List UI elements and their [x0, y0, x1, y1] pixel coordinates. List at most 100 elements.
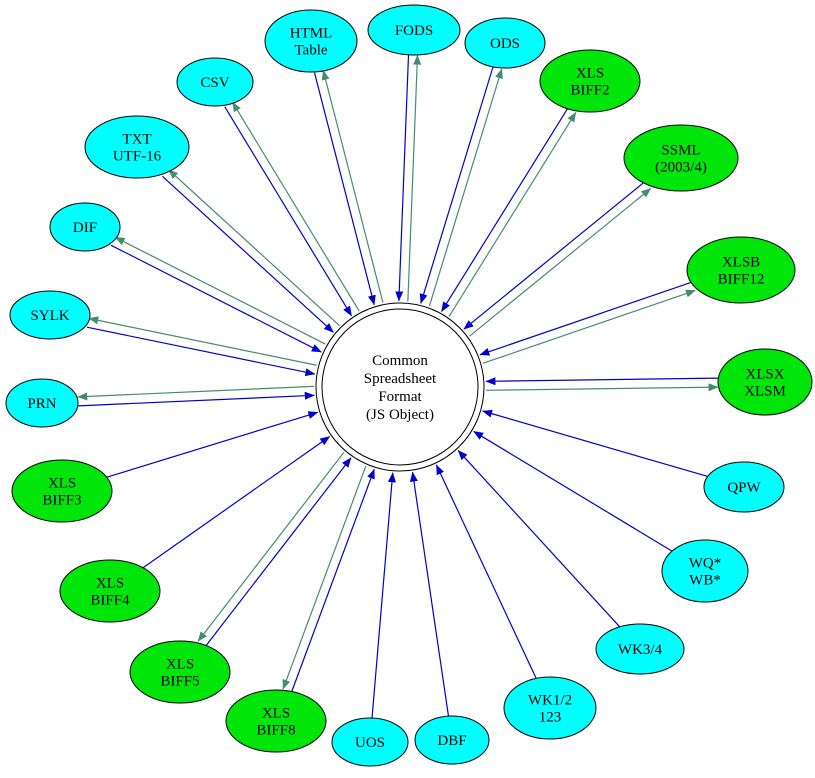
- ods-label: ODS: [490, 36, 520, 52]
- node-ods: ODS: [464, 17, 546, 69]
- edge-center-to-prn: [77, 385, 314, 401]
- uos-label: UOS: [355, 735, 385, 751]
- edge-sylk-to-center: [86, 326, 316, 377]
- edge-qpw-to-center: [482, 409, 708, 478]
- edge-wk12-to-center: [435, 464, 537, 679]
- csv-label: CSV: [200, 75, 229, 91]
- xls-biff8-ellipse: [225, 689, 327, 753]
- dbf-ellipse: [414, 715, 490, 765]
- edge-ssml-to-center: [463, 180, 646, 330]
- edge-xlsb-to-center: [479, 281, 693, 356]
- edge-center-to-html: [321, 69, 384, 303]
- xls-biff2-ellipse: [539, 49, 641, 113]
- edge-center-to-xls-biff8: [282, 465, 367, 690]
- edge-xls-biff3-to-center: [106, 411, 319, 478]
- xls-biff3-ellipse: [11, 459, 113, 523]
- edge-xlsx-to-center: [485, 377, 718, 386]
- edge-html-to-center: [313, 72, 376, 306]
- node-prn: PRN: [5, 378, 79, 428]
- node-sylk: SYLK: [9, 290, 91, 340]
- prn-ellipse: [5, 378, 79, 428]
- wq-wb-label: WQ*WB*: [689, 555, 722, 588]
- center-outer-circle: [315, 302, 485, 472]
- edge-csv-to-center: [224, 106, 353, 317]
- ssml-ellipse: [623, 124, 739, 192]
- qpw-label: QPW: [727, 480, 761, 496]
- edge-center-to-csv: [231, 101, 360, 312]
- edge-txt-to-center: [162, 175, 334, 333]
- edge-xls-biff4-to-center: [142, 435, 331, 569]
- edge-center-to-dif: [114, 236, 326, 345]
- edge-center-to-xls-biff2: [448, 111, 577, 317]
- xls-biff4-ellipse: [59, 559, 161, 623]
- sylk-ellipse: [9, 290, 91, 340]
- edge-center-to-ssml: [469, 187, 652, 337]
- node-dif: DIF: [49, 202, 121, 252]
- edge-prn-to-center: [78, 391, 315, 407]
- xlsx-ellipse: [717, 348, 813, 416]
- txt-ellipse: [84, 115, 190, 179]
- sylk-label: SYLK: [30, 308, 69, 324]
- edge-center-to-xlsx: [486, 383, 719, 392]
- html-ellipse: [264, 9, 358, 73]
- edge-ods-to-center: [419, 66, 494, 304]
- uos-ellipse: [331, 717, 409, 767]
- edge-center-to-fods: [407, 54, 422, 302]
- wk12-ellipse: [503, 676, 597, 740]
- wk34-ellipse: [595, 623, 685, 675]
- center-inner-circle: [321, 308, 479, 466]
- wq-wb-ellipse: [661, 539, 749, 603]
- wk34-label: WK3/4: [618, 642, 663, 658]
- xlsb-ellipse: [686, 236, 796, 304]
- ssml-label: SSML(2003/4): [655, 142, 707, 175]
- fods-label: FODS: [395, 23, 433, 39]
- edge-xls-biff2-to-center: [441, 107, 569, 312]
- edge-fods-to-center: [395, 54, 410, 302]
- fods-ellipse: [367, 4, 461, 56]
- edge-wq-wb-to-center: [473, 430, 673, 552]
- ods-ellipse: [464, 17, 546, 69]
- node-qpw: QPW: [703, 461, 785, 513]
- node-wq-wb: WQ*WB*: [661, 539, 749, 603]
- edge-center-to-xlsb: [482, 289, 696, 364]
- xls-biff5-ellipse: [129, 640, 231, 704]
- dif-label: DIF: [73, 220, 97, 236]
- node-dbf: DBF: [414, 715, 490, 765]
- edge-xls-biff5-to-center: [204, 457, 352, 648]
- edge-dbf-to-center: [409, 471, 450, 717]
- edge-xls-biff8-to-center: [290, 468, 375, 693]
- node-wk34: WK3/4: [595, 623, 685, 675]
- prn-label: PRN: [27, 396, 56, 412]
- qpw-ellipse: [703, 461, 785, 513]
- node-ssml: SSML(2003/4): [623, 124, 739, 192]
- dbf-label: DBF: [437, 733, 466, 749]
- edge-dif-to-center: [110, 244, 322, 353]
- node-csv: CSV: [176, 57, 254, 107]
- edge-center-to-sylk: [88, 316, 317, 366]
- edge-center-to-ods: [428, 68, 503, 307]
